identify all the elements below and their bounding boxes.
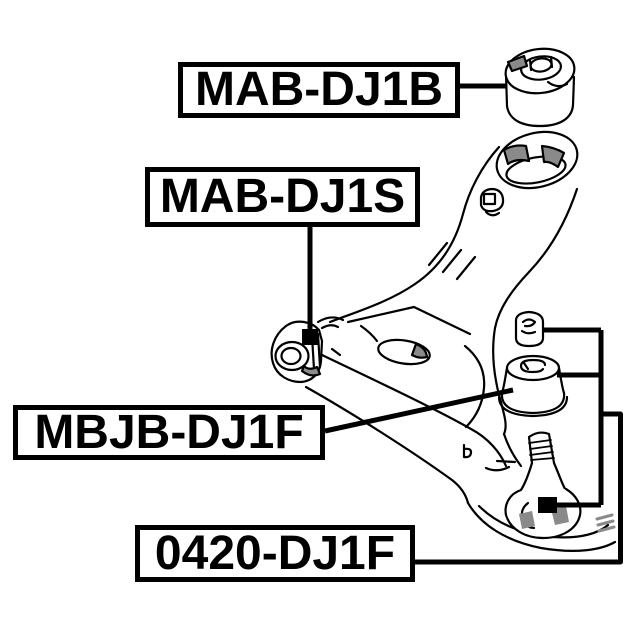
marker-front-bushing: [302, 329, 318, 345]
bracket-ball-joint-group: [543, 327, 604, 508]
arm-oval-hole: [377, 338, 431, 366]
part-label-0420-dj1f: 0420-DJ1F: [135, 525, 415, 582]
castle-nut-drawing: [514, 310, 545, 348]
marker-ball-joint: [538, 497, 557, 513]
part-label-mbjb-dj1f: MBJB-DJ1F: [13, 405, 325, 460]
arm-body-outline: [328, 145, 579, 472]
connector-mbjb-dj1f: [324, 387, 514, 434]
front-arm-bushing-drawing: [270, 316, 345, 384]
bracket-0420: [415, 411, 623, 565]
pointer-markers: [302, 329, 557, 513]
arm-rear-housing: [495, 130, 579, 190]
arm-mount-tab: [479, 187, 505, 217]
ball-joint-drawing: [504, 431, 616, 540]
rear-arm-bushing-drawing: [504, 47, 576, 128]
connector-lines: [307, 83, 623, 565]
part-label-mab-dj1s: MAB-DJ1S: [145, 167, 420, 227]
ball-joint-boot-drawing: [497, 354, 569, 418]
part-label-mab-dj1b: MAB-DJ1B: [178, 62, 460, 118]
